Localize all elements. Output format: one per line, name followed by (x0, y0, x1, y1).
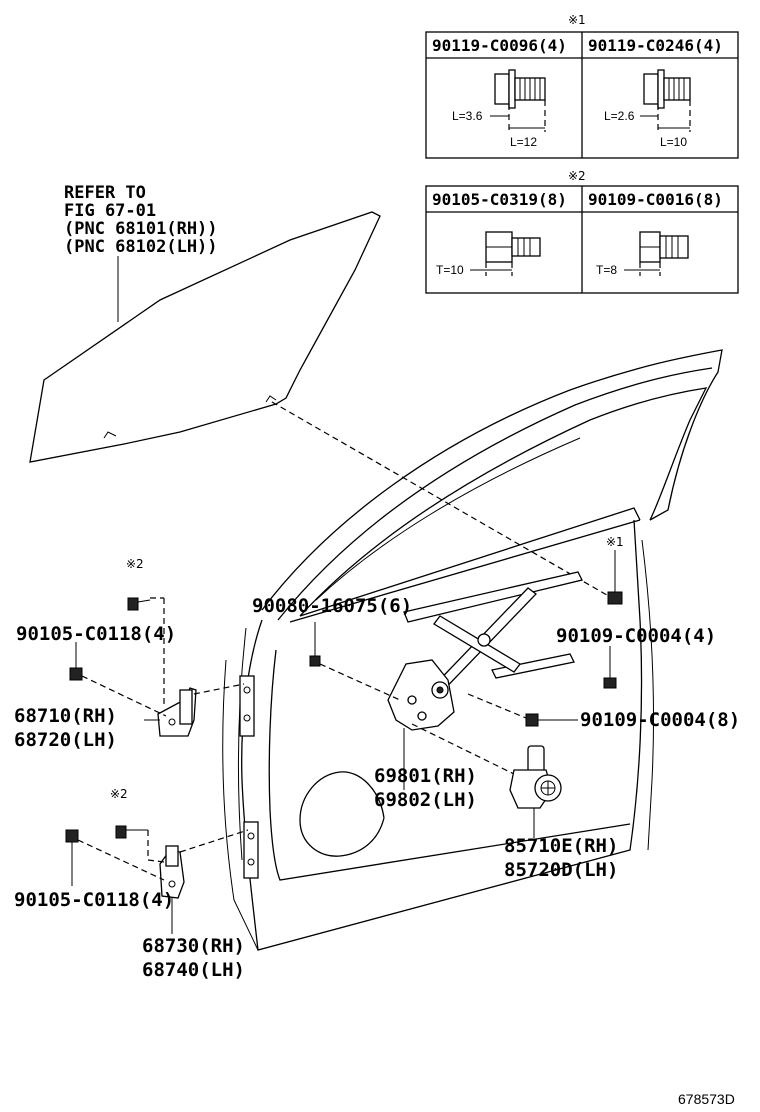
refer-note: REFER TO FIG 67-01 (PNC 68101(RH)) (PNC … (64, 183, 218, 322)
table-2-mark: ※2 (568, 169, 586, 183)
flange-bolt-icon (640, 69, 691, 132)
table-2-header-2: 90109-C0016(8) (588, 190, 723, 209)
label-hinge-lower-lh: 68740(LH) (142, 959, 245, 981)
label-hinge-upper-rh: 68710(RH) (14, 705, 117, 727)
label-hinge-upper-lh: 68720(LH) (14, 729, 117, 751)
table-1-header-1: 90119-C0096(4) (432, 36, 567, 55)
window-regulator (387, 571, 583, 731)
table-1-mark: ※1 (568, 13, 586, 27)
bolt-90105-lower-icon (65, 829, 79, 886)
bolt-90080-icon (309, 622, 321, 667)
refer-line-1: REFER TO (64, 183, 146, 203)
door-frame (222, 349, 723, 951)
table-1-dim-head-2: L=2.6 (604, 109, 635, 123)
label-hinge-lower-rh: 68730(RH) (142, 935, 245, 957)
label-bolt-90109-4: 90109-C0004(4) (556, 625, 716, 647)
table-1-dim-total-2: L=10 (660, 135, 687, 149)
door-glass (29, 211, 381, 463)
nut-icon (624, 231, 689, 276)
table-1-dim-total-1: L=12 (510, 135, 537, 149)
bolt-90109-8-icon (525, 713, 578, 727)
fastener-table-1: ※1 90119-C0096(4) 90119-C0246(4) L=3.6 L… (425, 13, 739, 159)
label-bolt-90109-8: 90109-C0004(8) (580, 709, 740, 731)
label-mark1: ※1 (606, 535, 624, 549)
bolt-mark2-lower-icon (115, 825, 148, 839)
refer-line-2: FIG 67-01 (64, 201, 156, 221)
table-2-header-1: 90105-C0319(8) (432, 190, 567, 209)
regulator-motor (509, 745, 562, 838)
label-bolt-90105-upper: 90105-C0118(4) (16, 623, 176, 645)
label-motor-lh: 85720D(LH) (504, 859, 618, 881)
label-bolt-90080: 90080-16075(6) (252, 595, 412, 617)
table-2-dim-1: T=10 (436, 263, 464, 277)
glass-mount-leader (271, 401, 613, 599)
upper-hinge (144, 687, 197, 737)
fastener-table-2: ※2 90105-C0319(8) 90109-C0016(8) T=10 (425, 169, 739, 294)
lower-hinge (159, 845, 185, 934)
bolt-mark1-icon (607, 550, 623, 605)
refer-line-4: (PNC 68102(LH)) (64, 237, 218, 257)
label-regulator-rh: 69801(RH) (374, 765, 477, 787)
label-motor-rh: 85710E(RH) (504, 835, 618, 857)
figure-code: 678573D (678, 1091, 735, 1107)
label-regulator-lh: 69802(LH) (374, 789, 477, 811)
table-2-dim-2: T=8 (596, 263, 617, 277)
table-1-header-2: 90119-C0246(4) (588, 36, 723, 55)
nut-icon (470, 231, 541, 276)
bolt-mark2-upper-icon (127, 597, 151, 611)
flange-bolt-icon (490, 69, 546, 132)
label-bolt-90105-lower: 90105-C0118(4) (14, 889, 174, 911)
label-mark2-upper: ※2 (126, 557, 144, 571)
refer-line-3: (PNC 68101(RH)) (64, 219, 218, 239)
label-mark2-lower: ※2 (110, 787, 128, 801)
bolt-90105-upper-icon (69, 642, 83, 681)
bolt-90109-4-icon (603, 646, 617, 689)
table-1-dim-head-1: L=3.6 (452, 109, 483, 123)
